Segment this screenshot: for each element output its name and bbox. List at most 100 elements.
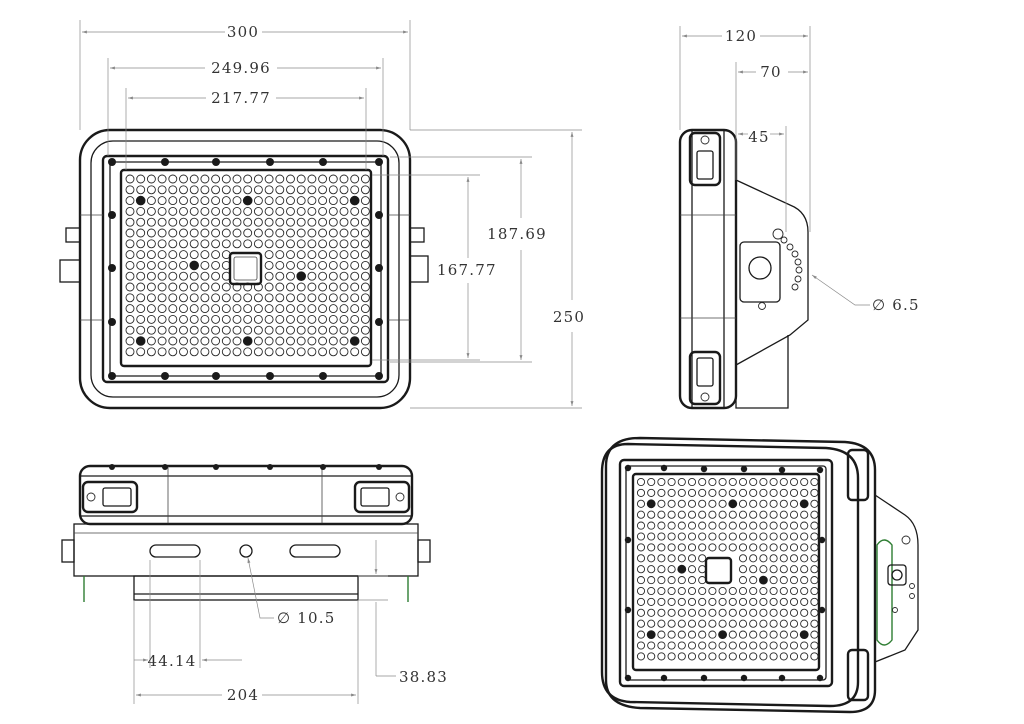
led	[789, 619, 799, 628]
led	[636, 619, 646, 628]
led	[328, 325, 338, 335]
led	[146, 174, 156, 184]
led	[687, 619, 697, 628]
side-screw-top	[700, 135, 710, 145]
led	[769, 565, 778, 574]
led	[328, 185, 338, 195]
front-center-sensor	[228, 251, 263, 286]
led	[708, 586, 717, 596]
led-marker	[677, 564, 687, 574]
bolt	[212, 158, 220, 166]
led	[307, 336, 317, 346]
bottom-handle-right-slot	[360, 487, 390, 507]
led	[749, 630, 758, 639]
side-pivot-block	[739, 241, 781, 303]
led	[718, 597, 727, 606]
led	[769, 477, 778, 487]
led	[264, 336, 274, 346]
bolt	[108, 372, 116, 380]
led	[667, 521, 676, 530]
led	[698, 499, 707, 508]
led	[125, 196, 135, 206]
led	[200, 304, 210, 314]
led	[708, 488, 717, 497]
led	[286, 293, 295, 303]
iso-frame-inner	[625, 465, 827, 681]
led	[157, 185, 167, 195]
led	[800, 532, 809, 541]
led	[221, 347, 231, 357]
side-handle-bottom-slot	[696, 357, 714, 387]
led	[136, 250, 146, 260]
led	[636, 543, 646, 552]
led	[360, 282, 370, 292]
led	[221, 314, 231, 324]
led	[189, 304, 199, 314]
led	[200, 174, 210, 184]
led	[146, 314, 156, 324]
led	[657, 554, 666, 563]
led	[800, 477, 809, 487]
led	[296, 347, 306, 357]
led	[677, 597, 686, 606]
led	[168, 347, 178, 357]
bottom-dimensions: ∅ 10.5 44.14 204 38.83	[133, 540, 447, 704]
led	[318, 336, 328, 346]
led	[350, 304, 360, 314]
led	[350, 314, 360, 324]
bolt	[320, 464, 326, 470]
led	[157, 228, 167, 238]
led	[779, 477, 788, 487]
led	[286, 314, 295, 324]
led	[749, 510, 758, 519]
bottom-handle-right	[353, 480, 411, 514]
led	[275, 347, 285, 357]
led	[718, 532, 727, 541]
led	[769, 532, 778, 541]
led	[125, 336, 135, 346]
led	[718, 521, 727, 530]
bolt	[108, 318, 116, 326]
led	[810, 641, 819, 650]
iso-lower-hole	[892, 607, 898, 613]
led	[146, 282, 156, 292]
iso-housing-back	[604, 436, 877, 714]
led	[667, 532, 676, 541]
led	[728, 597, 737, 606]
led	[200, 271, 210, 281]
led	[146, 293, 156, 303]
led	[350, 228, 360, 238]
led	[350, 239, 360, 249]
led	[339, 347, 349, 357]
led-marker	[296, 271, 307, 282]
front-housing-inner	[90, 140, 400, 398]
led	[168, 217, 178, 227]
bolt	[161, 158, 169, 166]
led	[636, 630, 646, 639]
led	[264, 196, 274, 206]
led	[789, 641, 799, 650]
led	[687, 488, 697, 497]
led	[339, 271, 349, 281]
dim-base-width: 204	[227, 686, 259, 704]
led	[318, 239, 328, 249]
led	[328, 347, 338, 357]
adjust-hole	[786, 243, 794, 251]
led	[779, 652, 788, 661]
led	[264, 174, 274, 184]
led	[146, 250, 156, 260]
iso-handle-bottom	[846, 648, 870, 702]
led-marker	[349, 336, 360, 346]
led	[667, 630, 676, 639]
led	[759, 619, 768, 628]
led	[200, 314, 210, 324]
bottom-bracket	[73, 523, 419, 577]
led	[360, 174, 370, 184]
led	[253, 293, 263, 303]
led	[136, 239, 146, 249]
led	[232, 239, 242, 249]
led	[657, 652, 666, 661]
led	[253, 314, 263, 324]
led	[800, 576, 809, 585]
led	[339, 217, 349, 227]
